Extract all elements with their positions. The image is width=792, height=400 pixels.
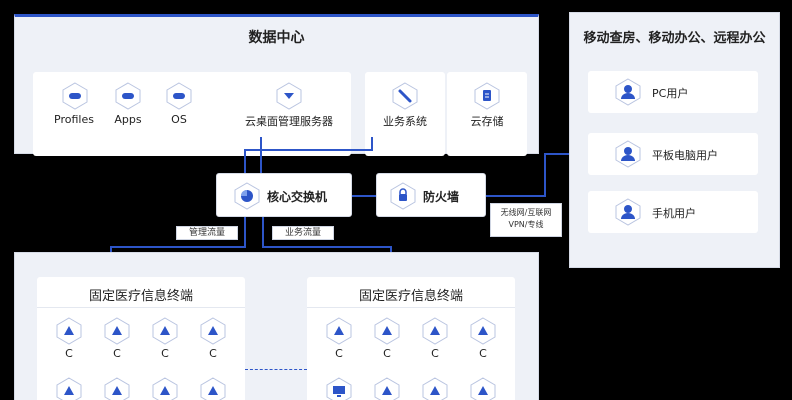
terminal-icon	[55, 317, 83, 345]
terminal-icon	[373, 317, 401, 345]
phone-user-label: 手机用户	[652, 207, 696, 220]
terminal-label: C	[113, 347, 121, 360]
wire-firewall-to-mobile-v	[544, 153, 546, 197]
terminals-dashed-link	[245, 369, 307, 370]
terminals-right-divider	[307, 307, 515, 308]
wire-business-to-switch	[244, 149, 246, 175]
terminal-icon	[103, 317, 131, 345]
firewall-label: 防火墙	[423, 190, 460, 204]
terminal-icon	[199, 317, 227, 345]
terminal-icon	[373, 377, 401, 400]
terminal-icon	[151, 317, 179, 345]
cloud-storage-label: 云存储	[470, 115, 504, 128]
terminal-label: C	[335, 347, 343, 360]
business-system-card: 业务系统	[365, 72, 445, 156]
os-label: OS	[171, 113, 187, 126]
terminals-left-title: 固定医疗信息终端	[88, 289, 193, 304]
wire-mgmt-horizontal	[110, 246, 246, 248]
wire-firewall-to-mobile-h	[486, 195, 546, 197]
wireless-link-line2: VPN/专线	[508, 220, 544, 229]
apps-label: Apps	[114, 113, 142, 126]
cloud-storage-card: 云存储	[447, 72, 527, 156]
storage-icon	[473, 82, 501, 110]
terminal-icon	[469, 377, 497, 400]
wire-server-down	[260, 137, 262, 175]
os-icon	[165, 82, 193, 110]
terminals-panel: 固定医疗信息终端 C C C C 固定医疗信息终端 C	[14, 252, 539, 400]
terminal-label: C	[161, 347, 169, 360]
wireless-link-tag: 无线网/互联网 VPN/专线	[490, 203, 562, 237]
terminal-label: C	[431, 347, 439, 360]
data-center-title: 数据中心	[248, 30, 305, 46]
wire-switch-down-left	[244, 216, 246, 248]
switch-icon	[233, 182, 261, 210]
terminal-label: C	[383, 347, 391, 360]
wire-business-traffic-horizontal	[262, 246, 392, 248]
firewall-card: 防火墙	[376, 173, 486, 217]
wire-business-horizontal	[244, 149, 373, 151]
terminal-icon	[421, 377, 449, 400]
vdi-components-card: Profiles Apps OS	[33, 72, 233, 156]
terminal-icon	[151, 377, 179, 400]
pc-user-icon	[614, 78, 642, 106]
monitor-terminal-icon	[325, 377, 353, 400]
phone-user-icon	[614, 198, 642, 226]
terminals-right-title: 固定医疗信息终端	[358, 289, 463, 304]
phone-user-card: 手机用户	[588, 191, 758, 233]
wire-business-down	[371, 137, 373, 151]
pc-user-label: PC用户	[652, 87, 689, 100]
vdi-server-card: 云桌面管理服务器	[227, 72, 351, 156]
management-traffic-tag: 管理流量	[176, 226, 238, 240]
terminal-label: C	[65, 347, 73, 360]
vdi-server-label: 云桌面管理服务器	[245, 115, 333, 128]
terminal-icon	[103, 377, 131, 400]
firewall-icon	[389, 182, 417, 210]
mobile-office-panel: 移动查房、移动办公、远程办公 PC用户 平板电脑用户 手机用户	[569, 12, 780, 268]
tablet-user-label: 平板电脑用户	[652, 149, 718, 162]
tablet-user-icon	[614, 140, 642, 168]
terminal-icon	[199, 377, 227, 400]
terminal-icon	[325, 317, 353, 345]
core-switch-label: 核心交换机	[267, 190, 328, 204]
terminal-label: C	[209, 347, 217, 360]
business-traffic-tag: 业务流量	[272, 226, 334, 240]
data-center-panel: 数据中心 Profiles Apps OS 云桌面管理服务器 业务系统	[14, 14, 539, 156]
business-icon	[391, 82, 419, 110]
profiles-label: Profiles	[54, 113, 94, 126]
business-system-label: 业务系统	[383, 115, 427, 128]
core-switch-card: 核心交换机	[216, 173, 352, 217]
profiles-icon	[61, 82, 89, 110]
terminal-icon	[421, 317, 449, 345]
wire-switch-to-firewall	[352, 195, 377, 197]
apps-icon	[114, 82, 142, 110]
terminal-icon	[469, 317, 497, 345]
terminals-left-group: 固定医疗信息终端 C C C C	[37, 277, 245, 400]
server-icon	[275, 82, 303, 110]
tablet-user-card: 平板电脑用户	[588, 133, 758, 175]
wire-mobile-link	[544, 153, 570, 155]
wireless-link-line1: 无线网/互联网	[500, 208, 552, 217]
mobile-office-title: 移动查房、移动办公、远程办公	[583, 31, 766, 46]
pc-user-card: PC用户	[588, 71, 758, 113]
terminals-left-divider	[37, 307, 245, 308]
terminal-icon	[55, 377, 83, 400]
terminal-label: C	[479, 347, 487, 360]
terminals-right-group: 固定医疗信息终端 C C C C	[307, 277, 515, 400]
wire-switch-down-right	[262, 216, 264, 248]
